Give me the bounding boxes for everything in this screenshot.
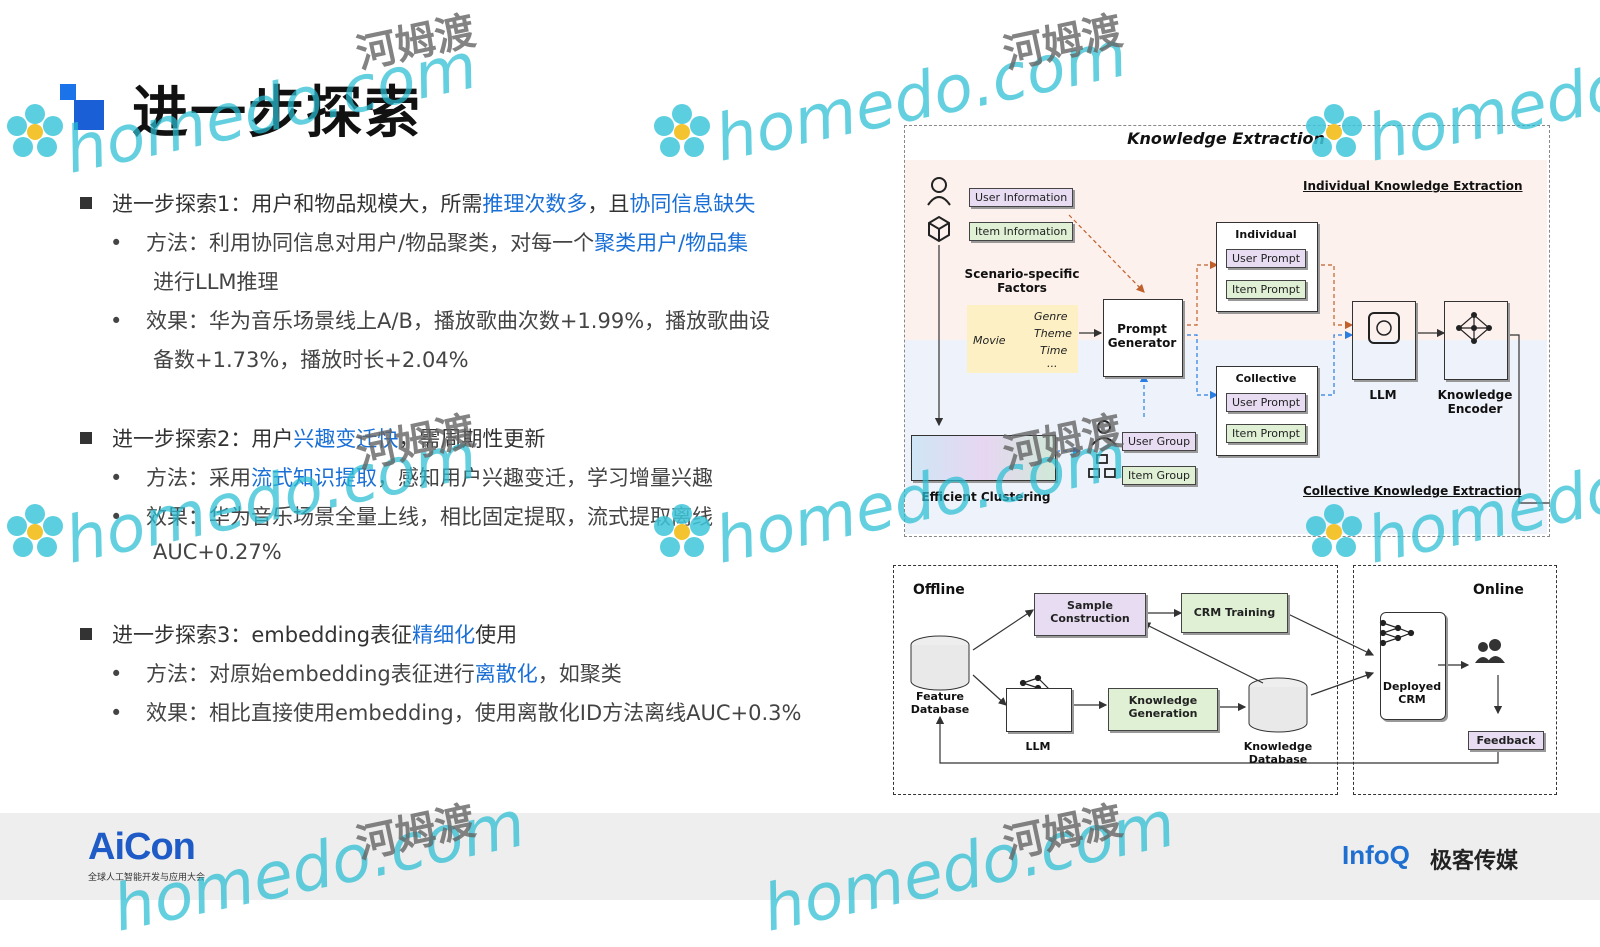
section-1-method-cont: 进行LLM推理 xyxy=(153,270,279,294)
factor-time: Time xyxy=(1040,344,1068,357)
infoq-logo: InfoQ xyxy=(1342,840,1410,870)
square-bullet-icon xyxy=(80,628,92,640)
square-bullet-icon xyxy=(80,197,92,209)
section-2-method: •方法：采用流式知识提取，感知用户兴趣变迁，学习增量兴趣 xyxy=(110,466,713,490)
title-accent-square xyxy=(60,84,76,100)
section-3-effect: •效果：相比直接使用embedding，使用离散化ID方法离线AUC+0.3% xyxy=(110,701,802,725)
efficient-clustering-label: Efficient Clustering xyxy=(921,490,1051,504)
offline-label: Offline xyxy=(913,582,965,598)
factor-genre: Genre xyxy=(1034,310,1068,323)
section-2-main: 进一步探索2：用户兴趣变迁快，需周期性更新 xyxy=(80,423,545,453)
watermark-text: homedo.com xyxy=(1360,17,1600,177)
user-information-tag: User Information xyxy=(969,188,1074,207)
section-1-effect: •效果：华为音乐场景线上A/B，播放歌曲次数+1.99%，播放歌曲设 xyxy=(110,309,771,333)
movie-label: Movie xyxy=(973,334,1006,347)
collective-user-prompt: User Prompt xyxy=(1226,393,1307,412)
diagram-connectors xyxy=(927,177,1550,504)
collective-label: Collective xyxy=(1235,372,1297,385)
individual-label: Individual xyxy=(1235,228,1297,241)
square-bullet-icon xyxy=(80,432,92,444)
watermark-flower-icon xyxy=(1306,104,1362,157)
factors-box xyxy=(967,305,1078,373)
page-title: 进一步探索 xyxy=(132,81,422,146)
individual-user-prompt: User Prompt xyxy=(1226,249,1307,268)
individual-item-prompt: Item Prompt xyxy=(1226,280,1306,299)
title-accent-square-large xyxy=(74,100,104,130)
watermark-flower-icon xyxy=(1306,504,1362,557)
collective-item-prompt: Item Prompt xyxy=(1226,424,1306,443)
section-2-effect-cont: AUC+0.27% xyxy=(153,540,282,564)
item-information-tag: Item Information xyxy=(969,222,1074,241)
section-3-main: 进一步探索3：embedding表征精细化使用 xyxy=(80,619,517,649)
section-1-effect-cont: 备数+1.73%，播放时长+2.04% xyxy=(153,348,469,372)
section-3-method: •方法：对原始embedding表征进行离散化，如聚类 xyxy=(110,662,622,686)
watermark-flower-icon xyxy=(654,104,710,157)
llm-box xyxy=(1352,301,1416,380)
llm-box-bottom xyxy=(1006,688,1072,732)
llm-label: LLM xyxy=(1369,388,1397,402)
factor-more: ... xyxy=(1047,357,1058,370)
item-group-tag: Item Group xyxy=(1122,466,1197,485)
prompt-generator-box xyxy=(1103,299,1183,377)
deployed-crm-box xyxy=(1380,612,1446,720)
collective-header: Collective Knowledge Extraction xyxy=(1303,484,1522,498)
llm-label-bottom: LLM xyxy=(1025,740,1051,753)
watermark-flower-icon xyxy=(7,504,63,557)
clustering-plot xyxy=(911,435,1056,481)
watermark-flower-icon xyxy=(7,104,63,157)
feedback-box: Feedback xyxy=(1468,731,1544,750)
diagram-title: Knowledge Extraction xyxy=(1127,129,1325,148)
offline-region xyxy=(893,565,1338,795)
footer-bar xyxy=(0,813,1600,900)
aicon-subtitle: 全球人工智能开发与应用大会 xyxy=(88,873,206,883)
aicon-logo: AiCon xyxy=(88,826,196,868)
knowledge-encoder-box xyxy=(1444,301,1508,380)
online-label: Online xyxy=(1473,582,1524,598)
section-2-effect: •效果：华为音乐场景全量上线，相比固定提取，流式提取离线 xyxy=(110,505,713,529)
section-1-method: •方法：利用协同信息对用户/物品聚类，对每一个聚类用户/物品集 xyxy=(110,231,749,255)
geek-media-logo: 极客传媒 xyxy=(1430,849,1519,874)
section-1-main: 进一步探索1：用户和物品规模大，所需推理次数多，且协同信息缺失 xyxy=(80,188,755,218)
crm-training-box: CRM Training xyxy=(1181,593,1288,633)
watermark-flower-icon xyxy=(654,504,710,557)
knowledge-extraction-diagram xyxy=(904,125,1550,537)
factor-theme: Theme xyxy=(1034,327,1072,340)
individual-header: Individual Knowledge Extraction xyxy=(1303,179,1523,193)
user-group-tag: User Group xyxy=(1122,432,1197,451)
